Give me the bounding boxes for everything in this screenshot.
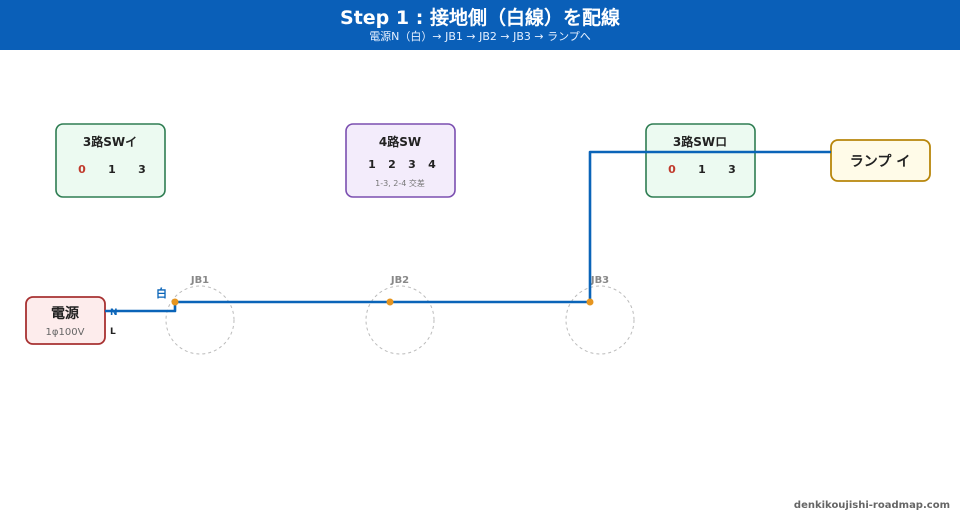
switch-3way-i[interactable]: 3路SWイ 0 1 3	[55, 123, 166, 198]
switch-4way[interactable]: 4路SW 1 2 3 4 1-3, 2-4 交差	[345, 123, 456, 198]
junction-box-jb1[interactable]: JB1	[165, 275, 235, 355]
white-wire[interactable]	[105, 150, 831, 313]
switch-3way-i-terminal-3: 3	[138, 163, 146, 176]
footer-site: denkikoujishi-roadmap.com	[793, 500, 950, 511]
junction-node-jb1	[171, 298, 179, 306]
junction-box-jb2[interactable]: JB2	[365, 275, 435, 355]
switch-3way-i-terminal-1: 1	[108, 163, 116, 176]
junction-box-jb1-outline	[165, 285, 235, 355]
switch-3way-i-terminal-0: 0	[78, 163, 86, 176]
power-source-spec: 1φ100V	[46, 327, 85, 338]
power-terminal-n: N	[110, 308, 118, 318]
power-source[interactable]: 電源 1φ100V N L	[25, 296, 118, 345]
switch-3way-ro-terminal-1: 1	[698, 163, 706, 176]
page-title: Step 1 : 接地側（白線）を配線	[340, 7, 620, 29]
switch-3way-ro-label: 3路SWロ	[673, 134, 727, 149]
switch-4way-note: 1-3, 2-4 交差	[375, 178, 425, 188]
header: Step 1 : 接地側（白線）を配線 電源N（白）→ JB1 → JB2 → …	[0, 0, 960, 50]
switch-3way-ro-box	[645, 123, 756, 198]
junction-box-jb3-outline	[565, 285, 635, 355]
junction-box-jb2-label: JB2	[390, 275, 409, 286]
junction-box-jb3[interactable]: JB3	[565, 275, 635, 355]
switch-4way-terminal-4: 4	[428, 158, 436, 171]
switch-3way-i-box	[55, 123, 166, 198]
switch-4way-terminal-2: 2	[388, 158, 396, 171]
lamp-box	[830, 139, 931, 182]
switch-3way-ro[interactable]: 3路SWロ 0 1 3	[645, 123, 756, 198]
switch-3way-ro-terminal-3: 3	[728, 163, 736, 176]
white-wire-label: 白	[156, 286, 167, 300]
switch-3way-i-label: 3路SWイ	[83, 134, 137, 149]
switch-4way-terminal-3: 3	[408, 158, 416, 171]
lamp-label: ランプ イ	[850, 154, 910, 170]
switch-4way-terminal-1: 1	[368, 158, 376, 171]
junction-box-jb2-outline	[365, 285, 435, 355]
power-source-box	[25, 296, 106, 345]
lamp[interactable]: ランプ イ	[830, 139, 931, 182]
switch-4way-label: 4路SW	[379, 134, 421, 149]
switch-4way-box	[345, 123, 456, 198]
page-subtitle: 電源N（白）→ JB1 → JB2 → JB3 → ランプへ	[369, 30, 591, 43]
junction-node-jb3	[586, 298, 594, 306]
junction-box-jb3-label: JB3	[590, 275, 609, 286]
switch-3way-ro-terminal-0: 0	[668, 163, 676, 176]
junction-box-jb1-label: JB1	[190, 275, 209, 286]
power-terminal-l: L	[110, 327, 116, 337]
junction-node-jb2	[386, 298, 394, 306]
power-source-label: 電源	[51, 305, 79, 322]
